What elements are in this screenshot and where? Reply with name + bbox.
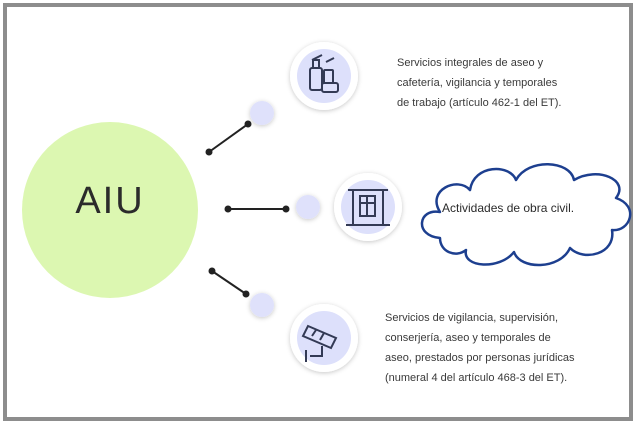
description-line: Servicios de vigilancia, supervisión,: [385, 312, 559, 324]
description-3: Servicios de vigilancia, supervisión, co…: [385, 308, 630, 388]
connector-2: [224, 205, 290, 213]
hub-label: AIU: [75, 180, 145, 222]
construction-crane-icon: [334, 173, 402, 241]
dot-1: [250, 101, 274, 125]
hub-circle: [22, 122, 198, 298]
connector-1: [205, 120, 252, 156]
description-2: Actividades de obra civil.: [442, 201, 575, 215]
dot-2: [296, 195, 320, 219]
description-line: (numeral 4 del artículo 468-3 del ET).: [385, 372, 568, 384]
description-line: conserjería, aseo y temporales de: [385, 332, 551, 344]
description-line: de trabajo (artículo 462-1 del ET).: [397, 97, 562, 109]
cleaning-supplies-icon: [290, 42, 358, 110]
description-1: Servicios integrales de aseo y cafetería…: [397, 53, 622, 113]
security-camera-icon: [290, 304, 358, 372]
description-line: Servicios integrales de aseo y: [397, 57, 544, 69]
connector-3: [208, 267, 250, 298]
cloud-shape: [420, 163, 632, 267]
description-line: cafetería, vigilancia y temporales: [397, 77, 558, 89]
description-line: aseo, prestados por personas jurídicas: [385, 352, 575, 364]
dot-3: [250, 293, 274, 317]
